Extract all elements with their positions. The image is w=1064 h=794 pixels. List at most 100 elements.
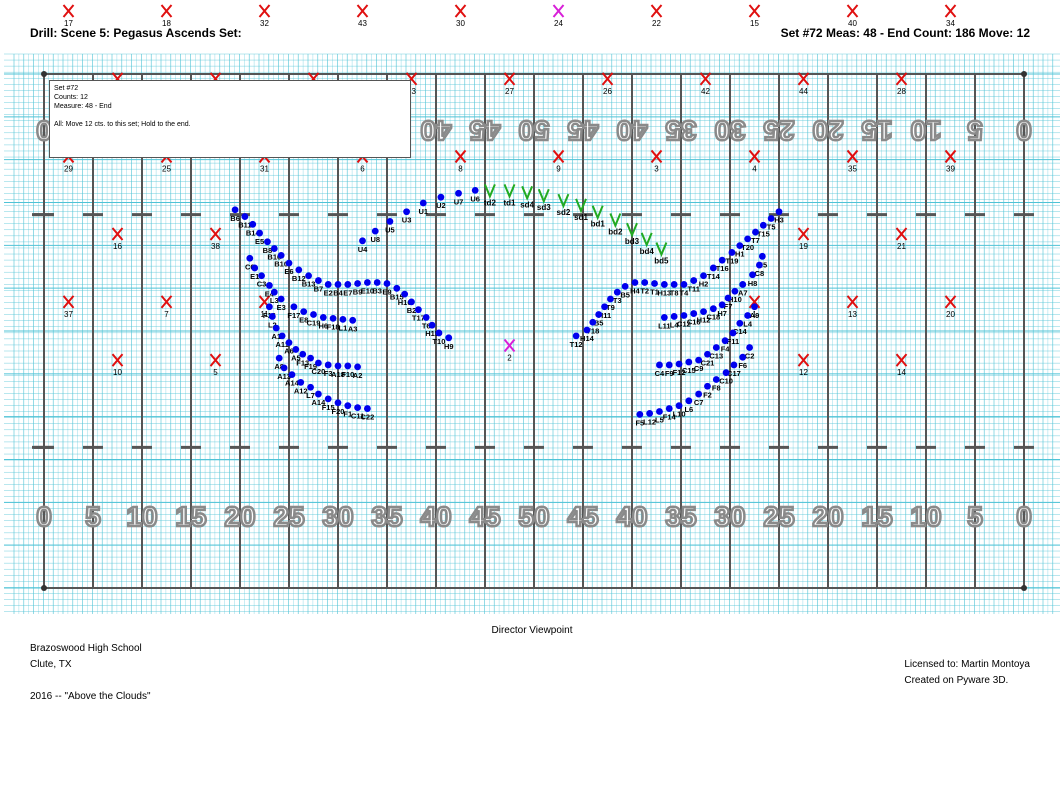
marcher-dot xyxy=(752,228,759,236)
software-text: Created on Pyware 3D. xyxy=(904,675,1009,686)
prop-marker xyxy=(748,149,761,164)
flag-label: bd5 xyxy=(654,257,669,266)
marcher-label: F1 xyxy=(343,410,352,419)
marcher-dot xyxy=(685,358,693,366)
yard-number-far: 45 xyxy=(469,115,500,146)
marcher-label: E6 xyxy=(284,267,293,276)
prop-marker xyxy=(846,295,859,309)
marcher-label: F19 xyxy=(304,362,317,371)
yard-number-near: 35 xyxy=(665,501,696,532)
marcher-label: L3 xyxy=(270,296,279,305)
marcher-label: F15 xyxy=(322,403,335,412)
marcher-dot xyxy=(709,305,717,313)
prop-label: 5 xyxy=(213,368,218,377)
marcher-label: L6 xyxy=(684,405,693,414)
marcher-dot xyxy=(334,281,342,288)
prop-marker xyxy=(356,4,369,18)
marcher-label: F17 xyxy=(287,311,300,320)
yard-number-far: 10 xyxy=(910,115,941,146)
notes-measure: Measure: 48 - End xyxy=(54,103,112,110)
marcher-dot xyxy=(595,311,603,318)
flag-marker xyxy=(575,198,587,214)
marcher-label: H1 xyxy=(735,250,745,259)
marcher-label: C7 xyxy=(694,398,704,407)
marcher-dot xyxy=(641,279,649,286)
prop-label: 31 xyxy=(260,164,269,173)
prop-label: 24 xyxy=(554,19,563,28)
prop-marker xyxy=(160,295,173,309)
marcher-label: F14 xyxy=(663,413,677,422)
prop-marker xyxy=(699,72,712,86)
marcher-label: C8 xyxy=(755,269,765,278)
marcher-dot xyxy=(354,404,361,412)
marcher-dot xyxy=(307,354,314,362)
prop-label: 14 xyxy=(897,368,906,377)
prop-label: 32 xyxy=(260,19,269,28)
marcher-dot xyxy=(285,259,293,267)
prop-marker xyxy=(503,72,516,86)
marcher-label: L10 xyxy=(673,410,686,419)
yard-number-far: 5 xyxy=(967,115,983,146)
prop-label: 35 xyxy=(848,164,857,173)
marcher-label: B5 xyxy=(594,319,604,328)
marcher-dot xyxy=(414,306,422,314)
marcher-label: A12 xyxy=(294,386,308,395)
marcher-label: T10 xyxy=(432,337,445,346)
yard-number-near: 0 xyxy=(36,501,52,532)
flag-marker xyxy=(557,193,570,209)
marcher-dot xyxy=(739,353,747,361)
marcher-label: A7 xyxy=(738,288,748,297)
marcher-dot xyxy=(419,199,427,207)
marcher-label: T7 xyxy=(751,236,760,245)
marcher-label: H16 xyxy=(398,298,412,307)
marcher-label: H15 xyxy=(425,329,439,338)
notes-instruction: All: Move 12 cts. to this set; Hold to t… xyxy=(54,121,191,128)
marcher-dot xyxy=(744,235,752,243)
marcher-dot xyxy=(718,256,726,264)
prop-label: 21 xyxy=(897,242,906,251)
marcher-dot xyxy=(344,402,352,410)
marcher-dot xyxy=(660,314,668,321)
marcher-label: A13 xyxy=(277,372,291,381)
marcher-dot xyxy=(758,252,766,260)
marcher-dot xyxy=(280,364,288,372)
prop-label: 37 xyxy=(64,310,73,319)
marcher-dot xyxy=(631,279,639,286)
yard-number-near: 45 xyxy=(567,501,598,532)
marcher-label: L4 xyxy=(670,320,680,329)
marcher-dot xyxy=(295,266,303,274)
marcher-dot xyxy=(724,294,732,302)
prop-label: 27 xyxy=(505,87,514,96)
flag-marker xyxy=(483,183,496,199)
prop-marker xyxy=(552,149,565,164)
marcher-dot xyxy=(722,369,730,377)
marcher-dot xyxy=(371,227,379,235)
marcher-label: T17 xyxy=(412,314,425,323)
marcher-dot xyxy=(680,312,688,319)
marcher-label: U3 xyxy=(402,216,412,225)
marcher-label: F7 xyxy=(724,302,733,311)
marcher-dot xyxy=(315,390,322,398)
marcher-label: B9 xyxy=(353,287,363,296)
marcher-dot xyxy=(589,318,597,326)
marcher-dot xyxy=(739,281,747,288)
marcher-dot xyxy=(709,264,717,272)
marcher-label: E7 xyxy=(343,288,352,297)
marcher-dot xyxy=(246,254,254,262)
prop-marker xyxy=(846,149,859,164)
marcher-dot xyxy=(712,344,720,351)
corner-marker xyxy=(41,585,47,591)
flag-label: td1 xyxy=(504,198,517,207)
marcher-dot xyxy=(695,390,703,398)
marcher-dot xyxy=(670,313,678,320)
marcher-dot xyxy=(670,281,678,288)
prop-label: 26 xyxy=(603,87,612,96)
marcher-dot xyxy=(344,281,352,288)
prop-label: 39 xyxy=(946,164,955,173)
marcher-dot xyxy=(601,303,608,311)
flag-marker xyxy=(626,222,638,238)
prop-marker xyxy=(552,4,565,18)
marcher-label: E8 xyxy=(299,316,308,325)
prop-marker xyxy=(797,353,810,367)
prop-marker xyxy=(797,227,810,241)
